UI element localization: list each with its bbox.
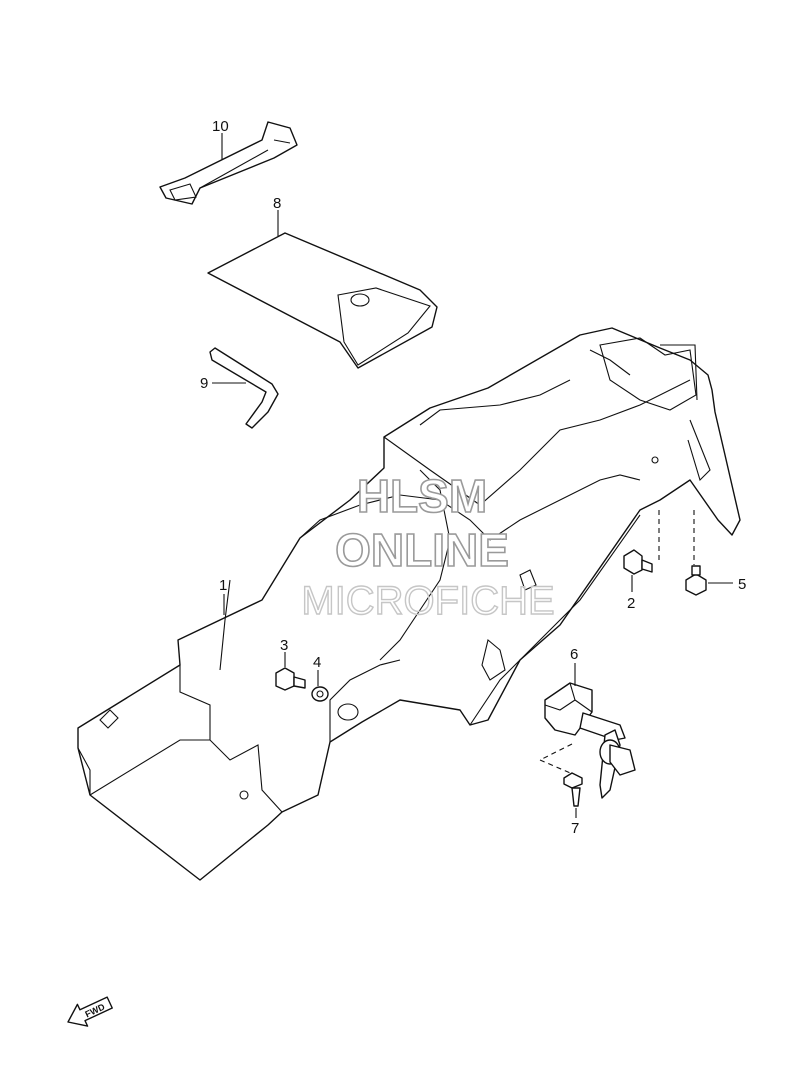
callout-8: 8 [273, 195, 281, 212]
bolt-2-part[interactable] [623, 549, 653, 575]
callout-4: 4 [313, 654, 321, 671]
strap-part[interactable] [159, 121, 298, 205]
watermark-line3: MICROFICHE [301, 579, 554, 623]
rear-fender-part[interactable] [77, 327, 741, 881]
screw-3-part[interactable] [275, 667, 306, 691]
callout-10: 10 [212, 118, 229, 135]
callout-6: 6 [570, 646, 578, 663]
helmet-lock-part[interactable] [544, 682, 636, 799]
callout-2: 2 [627, 595, 635, 612]
tool-bag-part[interactable] [207, 232, 438, 369]
watermark-line2: ONLINE [335, 524, 509, 576]
callout-3: 3 [280, 637, 288, 654]
screw-7-part[interactable] [563, 772, 583, 807]
leader-6-dash-b [539, 759, 576, 776]
forward-arrow-icon: FWD [67, 996, 113, 1027]
leader-6-dash [539, 743, 573, 761]
callout-7: 7 [571, 820, 579, 837]
callout-1: 1 [219, 577, 227, 594]
bolt-5-part[interactable] [685, 565, 707, 596]
callout-9: 9 [200, 375, 208, 392]
collar-4-part[interactable] [311, 686, 329, 702]
hex-wrench-part[interactable] [209, 347, 279, 429]
callout-5: 5 [738, 576, 746, 593]
watermark-line1: HLSM [357, 470, 487, 522]
